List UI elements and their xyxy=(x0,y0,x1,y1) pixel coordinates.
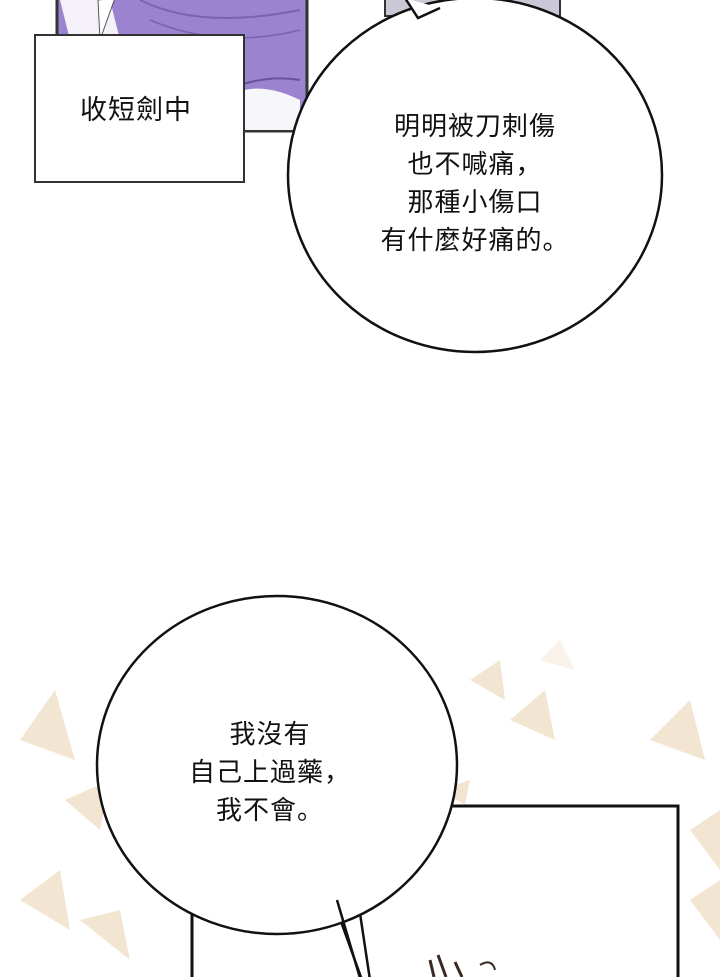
bubble-line: 我沒有 xyxy=(229,720,311,750)
bubble-line: 明明被刀刺傷 xyxy=(393,112,556,142)
bubble-line: 我不會。 xyxy=(215,796,324,826)
bubble-line: 有什麼好痛的。 xyxy=(380,226,570,256)
bubble-line: 也不喊痛， xyxy=(407,150,543,180)
speech-bubble-1 xyxy=(286,0,664,354)
speech-bubble-2 xyxy=(95,594,459,977)
caption-box xyxy=(34,34,245,183)
caption-text: 收短劍中 xyxy=(80,95,192,126)
speech-bubble-2-text: 我沒有 自己上過藥， 我不會。 xyxy=(170,716,370,830)
bubble-line: 那種小傷口 xyxy=(407,188,543,218)
bubble-line: 自己上過藥， xyxy=(188,758,351,788)
speech-bubble-1-text: 明明被刀刺傷 也不喊痛， 那種小傷口 有什麼好痛的。 xyxy=(360,108,590,260)
